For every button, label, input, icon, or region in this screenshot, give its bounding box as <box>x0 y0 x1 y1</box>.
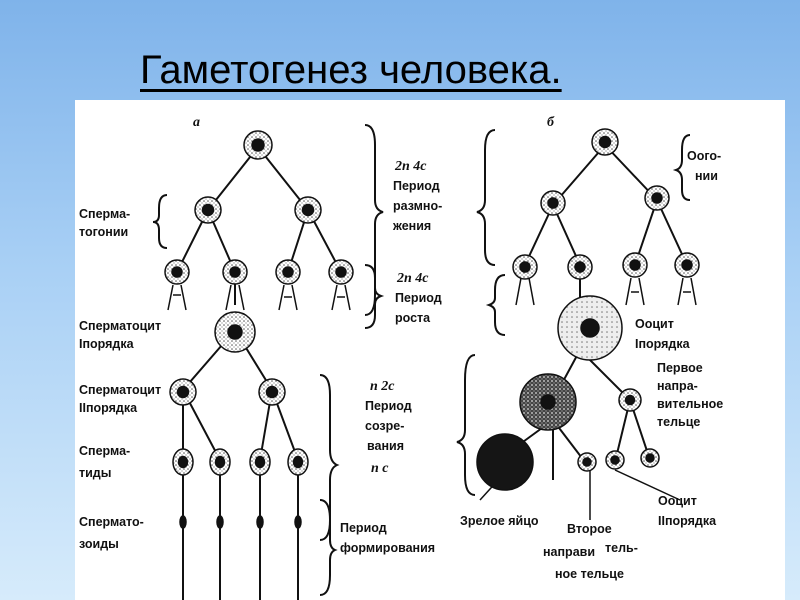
label-oocyte1-1: Ооцит <box>635 317 674 331</box>
oogonium-nucleus <box>651 192 663 204</box>
oogenesis-tree <box>479 144 697 520</box>
spermatocyte-1-nucleus <box>227 324 243 340</box>
oocyte-1-nucleus <box>580 318 600 338</box>
oocyte-2-nucleus <box>540 394 556 410</box>
spermatogonium-nucleus <box>301 203 315 217</box>
label-oogonia-1: Оого- <box>687 149 721 163</box>
page-title: Гаметогенез человека. <box>140 48 562 92</box>
label-spermatocyte1-2: Iпорядка <box>79 337 135 351</box>
label-reproduction-3: размно- <box>393 199 442 213</box>
label-maturation-2: Период <box>365 399 412 413</box>
label-growth-formula: 2n 4c <box>396 271 429 286</box>
branch-lines-b <box>504 144 688 480</box>
strut-lines-b <box>515 277 697 306</box>
first-polar-body-nucleus <box>624 394 636 406</box>
brace-growth-left <box>364 264 385 329</box>
label-reproduction-2: Период <box>393 179 440 193</box>
spermatozoon-head <box>179 515 187 529</box>
label-spermatids-1: Сперма- <box>79 444 130 458</box>
label-spermatozoa-2: зоиды <box>79 537 119 551</box>
oogonium-nucleus <box>574 261 586 273</box>
stem-cell-a-nucleus <box>251 138 265 152</box>
spermatogenesis-cells <box>164 130 354 529</box>
second-polar-body-nucleus <box>582 457 592 467</box>
spermatogonium-nucleus <box>282 266 294 278</box>
label-growth-2: Период <box>395 291 442 305</box>
label-oogonia-2: нии <box>695 169 718 183</box>
label-second-polar-4: ное тельце <box>555 567 624 581</box>
period-braces <box>319 124 506 596</box>
label-first-polar-2: напра- <box>657 379 698 393</box>
branch-lines-a <box>176 146 342 600</box>
label-spermatogonia-2: тогонии <box>79 225 128 239</box>
brace-formation-left <box>319 499 338 596</box>
strut-lines-a <box>167 284 351 311</box>
label-maturation-3: созре- <box>365 419 404 433</box>
gametogenesis-diagram: а б Сперма- тогонии Сперматоцит Iпорядка… <box>75 100 785 600</box>
diagram-svg: а б Сперма- тогонии Сперматоцит Iпорядка… <box>79 115 723 600</box>
polar-body-division-nucleus <box>610 455 620 465</box>
left-braces-a <box>152 194 168 249</box>
oogonium-nucleus <box>547 197 559 209</box>
label-spermatocyte1-1: Сперматоцит <box>79 319 161 333</box>
label-maturation-formula: n 2c <box>370 379 395 394</box>
label-first-polar-1: Первое <box>657 361 703 375</box>
spermatozoon-head <box>256 515 264 529</box>
spermatozoon-head <box>216 515 224 529</box>
spermatogonium-nucleus <box>201 203 215 217</box>
label-spermatids-2: тиды <box>79 466 111 480</box>
brace-growth-right <box>485 274 506 336</box>
oogonium-nucleus <box>629 259 641 271</box>
mature-egg <box>476 433 534 491</box>
label-reproduction-4: жения <box>392 219 431 233</box>
spermatid-nucleus <box>292 455 304 469</box>
label-oocyte2-2: IIпорядка <box>658 514 717 528</box>
label-spermatocyte2-1: Сперматоцит <box>79 383 161 397</box>
label-formation-1: Период <box>340 521 387 535</box>
spermatogenesis-tree <box>167 146 351 600</box>
spermatogonium-nucleus <box>335 266 347 278</box>
brace-oogonia <box>672 134 691 201</box>
label-second-polar-3: тель- <box>605 541 638 555</box>
spermatocyte-2-nucleus <box>176 385 190 399</box>
brace-maturation-left <box>319 374 340 541</box>
stem-cell-b-nucleus <box>598 135 612 149</box>
label-second-polar-1: Второе <box>567 522 612 536</box>
label-reproduction-formula: 2n 4c <box>394 159 427 174</box>
label-maturation-4: вания <box>367 439 404 453</box>
label-first-polar-4: тельце <box>657 415 700 429</box>
label-spermatogonia-1: Сперма- <box>79 207 130 221</box>
polar-body-division-nucleus <box>645 453 655 463</box>
label-spermatocyte2-2: IIпорядка <box>79 401 138 415</box>
label-second-polar-2: направи <box>543 545 595 559</box>
spermatid-nucleus <box>254 455 266 469</box>
oogenesis-cells <box>476 128 700 491</box>
panel-a-letter: а <box>193 115 200 130</box>
panel-b-letter: б <box>547 115 555 130</box>
brace-maturation-right <box>456 354 476 496</box>
label-first-polar-3: вительное <box>657 397 723 411</box>
label-growth-3: роста <box>395 311 431 325</box>
spermatogonium-nucleus <box>171 266 183 278</box>
label-formation-2: формирования <box>340 541 435 555</box>
right-braces-b <box>672 134 691 201</box>
spermatid-nucleus <box>177 455 189 469</box>
label-spermatozoa-1: Спермато- <box>79 515 144 529</box>
spermatid-nucleus <box>214 455 226 469</box>
brace-spermatogonia <box>152 194 168 249</box>
label-maturation-formula-2: n c <box>371 461 389 476</box>
spermatogonium-nucleus <box>229 266 241 278</box>
label-mature-egg: Зрелое яйцо <box>460 514 539 528</box>
brace-reproduction-right <box>476 129 496 266</box>
spermatocyte-2-nucleus <box>265 385 279 399</box>
oogonium-nucleus <box>519 261 531 273</box>
oogonium-nucleus <box>681 259 693 271</box>
spermatozoon-head <box>294 515 302 529</box>
label-oocyte1-2: Iпорядка <box>635 337 691 351</box>
label-oocyte2-1: Ооцит <box>658 494 697 508</box>
